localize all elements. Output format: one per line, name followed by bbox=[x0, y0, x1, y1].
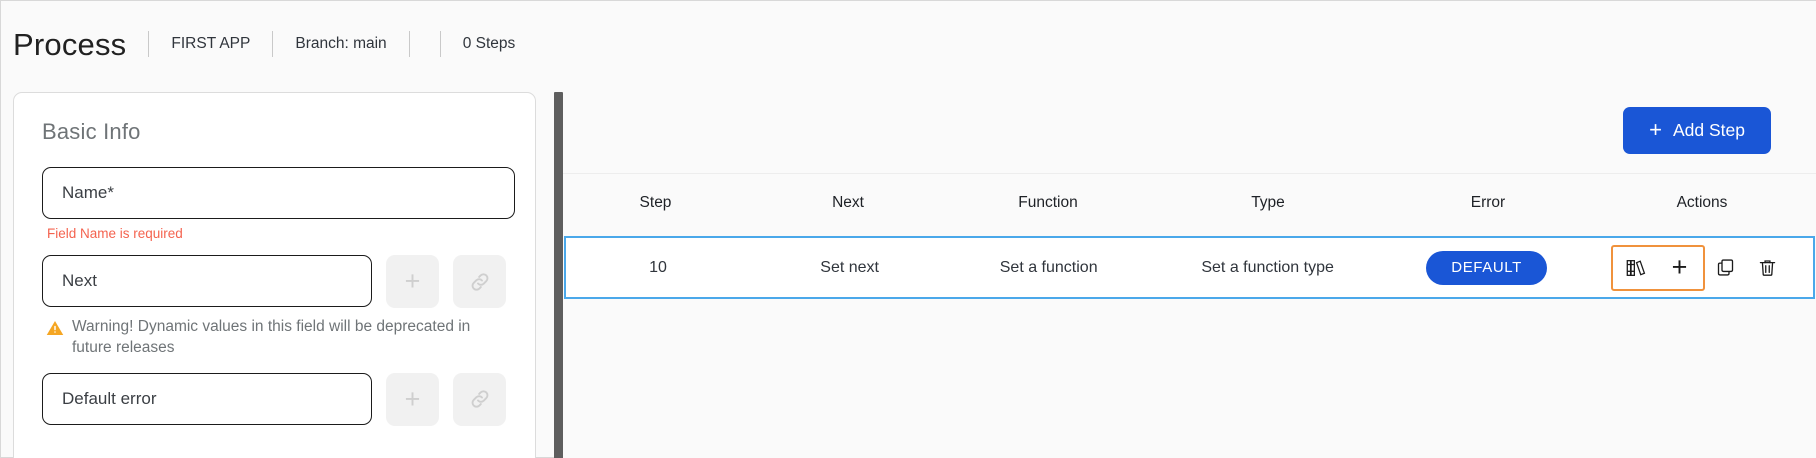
name-error-message: Field Name is required bbox=[47, 226, 183, 241]
column-header-function: Function bbox=[1018, 193, 1078, 211]
breadcrumb-branch: Branch: main bbox=[295, 35, 387, 52]
steps-panel: + Add Step Step Next Function Type Error… bbox=[563, 87, 1816, 458]
add-row-button[interactable]: + bbox=[1659, 251, 1701, 285]
next-warning-message: Warning! Dynamic values in this field wi… bbox=[46, 317, 507, 359]
field-row-default-error: Default error + bbox=[42, 372, 507, 426]
add-step-toolbar: + Add Step bbox=[563, 87, 1816, 173]
plus-icon: + bbox=[404, 383, 421, 414]
plus-icon: + bbox=[1671, 252, 1688, 282]
breadcrumb-separator bbox=[408, 31, 410, 57]
breadcrumb-separator bbox=[439, 31, 441, 57]
next-input[interactable]: Next bbox=[42, 255, 372, 307]
default-error-link-button[interactable] bbox=[453, 372, 506, 426]
column-header-actions: Actions bbox=[1676, 193, 1728, 211]
page-title: Process bbox=[13, 26, 127, 62]
field-row-name: Name* bbox=[42, 167, 515, 219]
next-add-button[interactable]: + bbox=[386, 255, 439, 308]
panel-divider[interactable] bbox=[554, 92, 563, 458]
delete-button[interactable] bbox=[1747, 251, 1789, 285]
column-header-next: Next bbox=[832, 193, 864, 211]
warning-triangle-icon bbox=[46, 319, 64, 359]
breadcrumb-separator bbox=[148, 31, 150, 57]
steps-table-header: Step Next Function Type Error Actions bbox=[563, 173, 1816, 231]
cell-function: Set a function bbox=[999, 258, 1098, 276]
column-header-step: Step bbox=[639, 193, 672, 211]
table-row[interactable]: 10 Set next Set a function Set a functio… bbox=[564, 236, 1815, 299]
breadcrumb-separator bbox=[272, 31, 274, 57]
breadcrumb-steps-count: 0 Steps bbox=[462, 35, 516, 52]
cell-type: Set a function type bbox=[1201, 258, 1334, 276]
plus-icon: + bbox=[404, 266, 421, 296]
default-error-add-button[interactable]: + bbox=[386, 372, 439, 426]
add-step-button[interactable]: + Add Step bbox=[1623, 106, 1771, 154]
cell-actions: + bbox=[1586, 244, 1813, 291]
cell-error: DEFAULT bbox=[1387, 250, 1586, 285]
cell-next: Set next bbox=[820, 258, 879, 276]
link-icon bbox=[471, 390, 488, 409]
link-icon bbox=[471, 272, 488, 291]
duplicate-button[interactable] bbox=[1705, 251, 1747, 285]
column-header-error: Error bbox=[1470, 193, 1506, 211]
column-header-type: Type bbox=[1251, 193, 1285, 211]
copy-icon bbox=[1717, 259, 1734, 276]
page-header: Process FIRST APP Branch: main 0 Steps bbox=[1, 1, 1816, 87]
cell-step: 10 bbox=[649, 258, 667, 276]
status-badge: DEFAULT bbox=[1426, 250, 1547, 285]
default-error-input[interactable]: Default error bbox=[42, 372, 372, 425]
field-row-next: Next + bbox=[42, 255, 507, 308]
basic-info-card: Basic Info Name* Field Name is required … bbox=[13, 92, 536, 458]
highlighted-action-group: + bbox=[1610, 244, 1705, 291]
basic-info-title: Basic Info bbox=[42, 119, 141, 144]
add-step-label: Add Step bbox=[1673, 119, 1745, 140]
trash-icon bbox=[1759, 260, 1776, 276]
library-icon bbox=[1626, 259, 1645, 276]
library-button[interactable] bbox=[1615, 251, 1657, 285]
name-input[interactable]: Name* bbox=[42, 167, 515, 219]
breadcrumb-app: FIRST APP bbox=[171, 35, 251, 52]
next-link-button[interactable] bbox=[453, 255, 506, 308]
next-warning-text: Warning! Dynamic values in this field wi… bbox=[72, 318, 471, 356]
plus-icon: + bbox=[1649, 117, 1662, 142]
